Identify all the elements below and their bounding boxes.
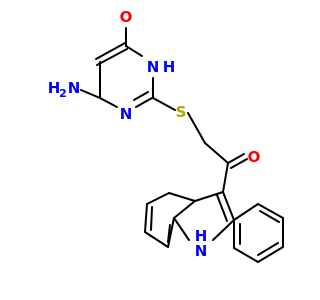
bond xyxy=(222,162,229,193)
bond xyxy=(96,48,128,66)
bond xyxy=(80,89,101,99)
molecule-structure: O N H N H 2 N S O H N xyxy=(48,8,284,263)
amide-nitrogen-label: N xyxy=(147,58,160,76)
bond xyxy=(227,153,245,164)
indole-hydrogen-label: H xyxy=(195,227,208,245)
atom-labels: O N H N H 2 N S O H N xyxy=(48,8,261,260)
bond xyxy=(173,200,196,219)
bond xyxy=(167,224,171,243)
bond xyxy=(212,219,235,241)
indole-nitrogen-label: N xyxy=(195,242,208,260)
bond xyxy=(146,192,170,205)
bond xyxy=(144,203,148,233)
bond xyxy=(257,203,284,219)
bond xyxy=(204,142,229,164)
bond xyxy=(144,231,169,248)
amide-hydrogen-label: H xyxy=(163,58,176,76)
bond xyxy=(135,97,153,108)
bond xyxy=(167,217,175,248)
bond xyxy=(125,45,143,57)
carbonyl-oxygen-label: O xyxy=(120,8,133,26)
bond xyxy=(233,203,259,221)
amino-nitrogen-label: N xyxy=(68,79,81,97)
bond xyxy=(259,210,280,223)
amino-subscript-label: 2 xyxy=(59,87,67,100)
bond xyxy=(222,191,235,221)
sulfur-label: S xyxy=(176,103,187,121)
bond xyxy=(230,158,248,169)
bond xyxy=(173,217,190,241)
bond xyxy=(216,194,228,222)
bond xyxy=(150,206,153,231)
bond xyxy=(257,246,284,263)
ketone-oxygen-label: O xyxy=(248,148,261,166)
bonds xyxy=(80,27,284,263)
amino-hydrogen-label: H xyxy=(48,79,61,97)
bond xyxy=(257,242,279,256)
bond xyxy=(133,91,149,101)
bond xyxy=(152,97,176,111)
bond xyxy=(194,191,224,202)
bond xyxy=(95,42,126,60)
ring-nitrogen-label: N xyxy=(120,105,133,123)
bond xyxy=(99,97,118,108)
bond xyxy=(168,192,196,202)
bond xyxy=(187,112,206,144)
bond xyxy=(233,247,259,263)
